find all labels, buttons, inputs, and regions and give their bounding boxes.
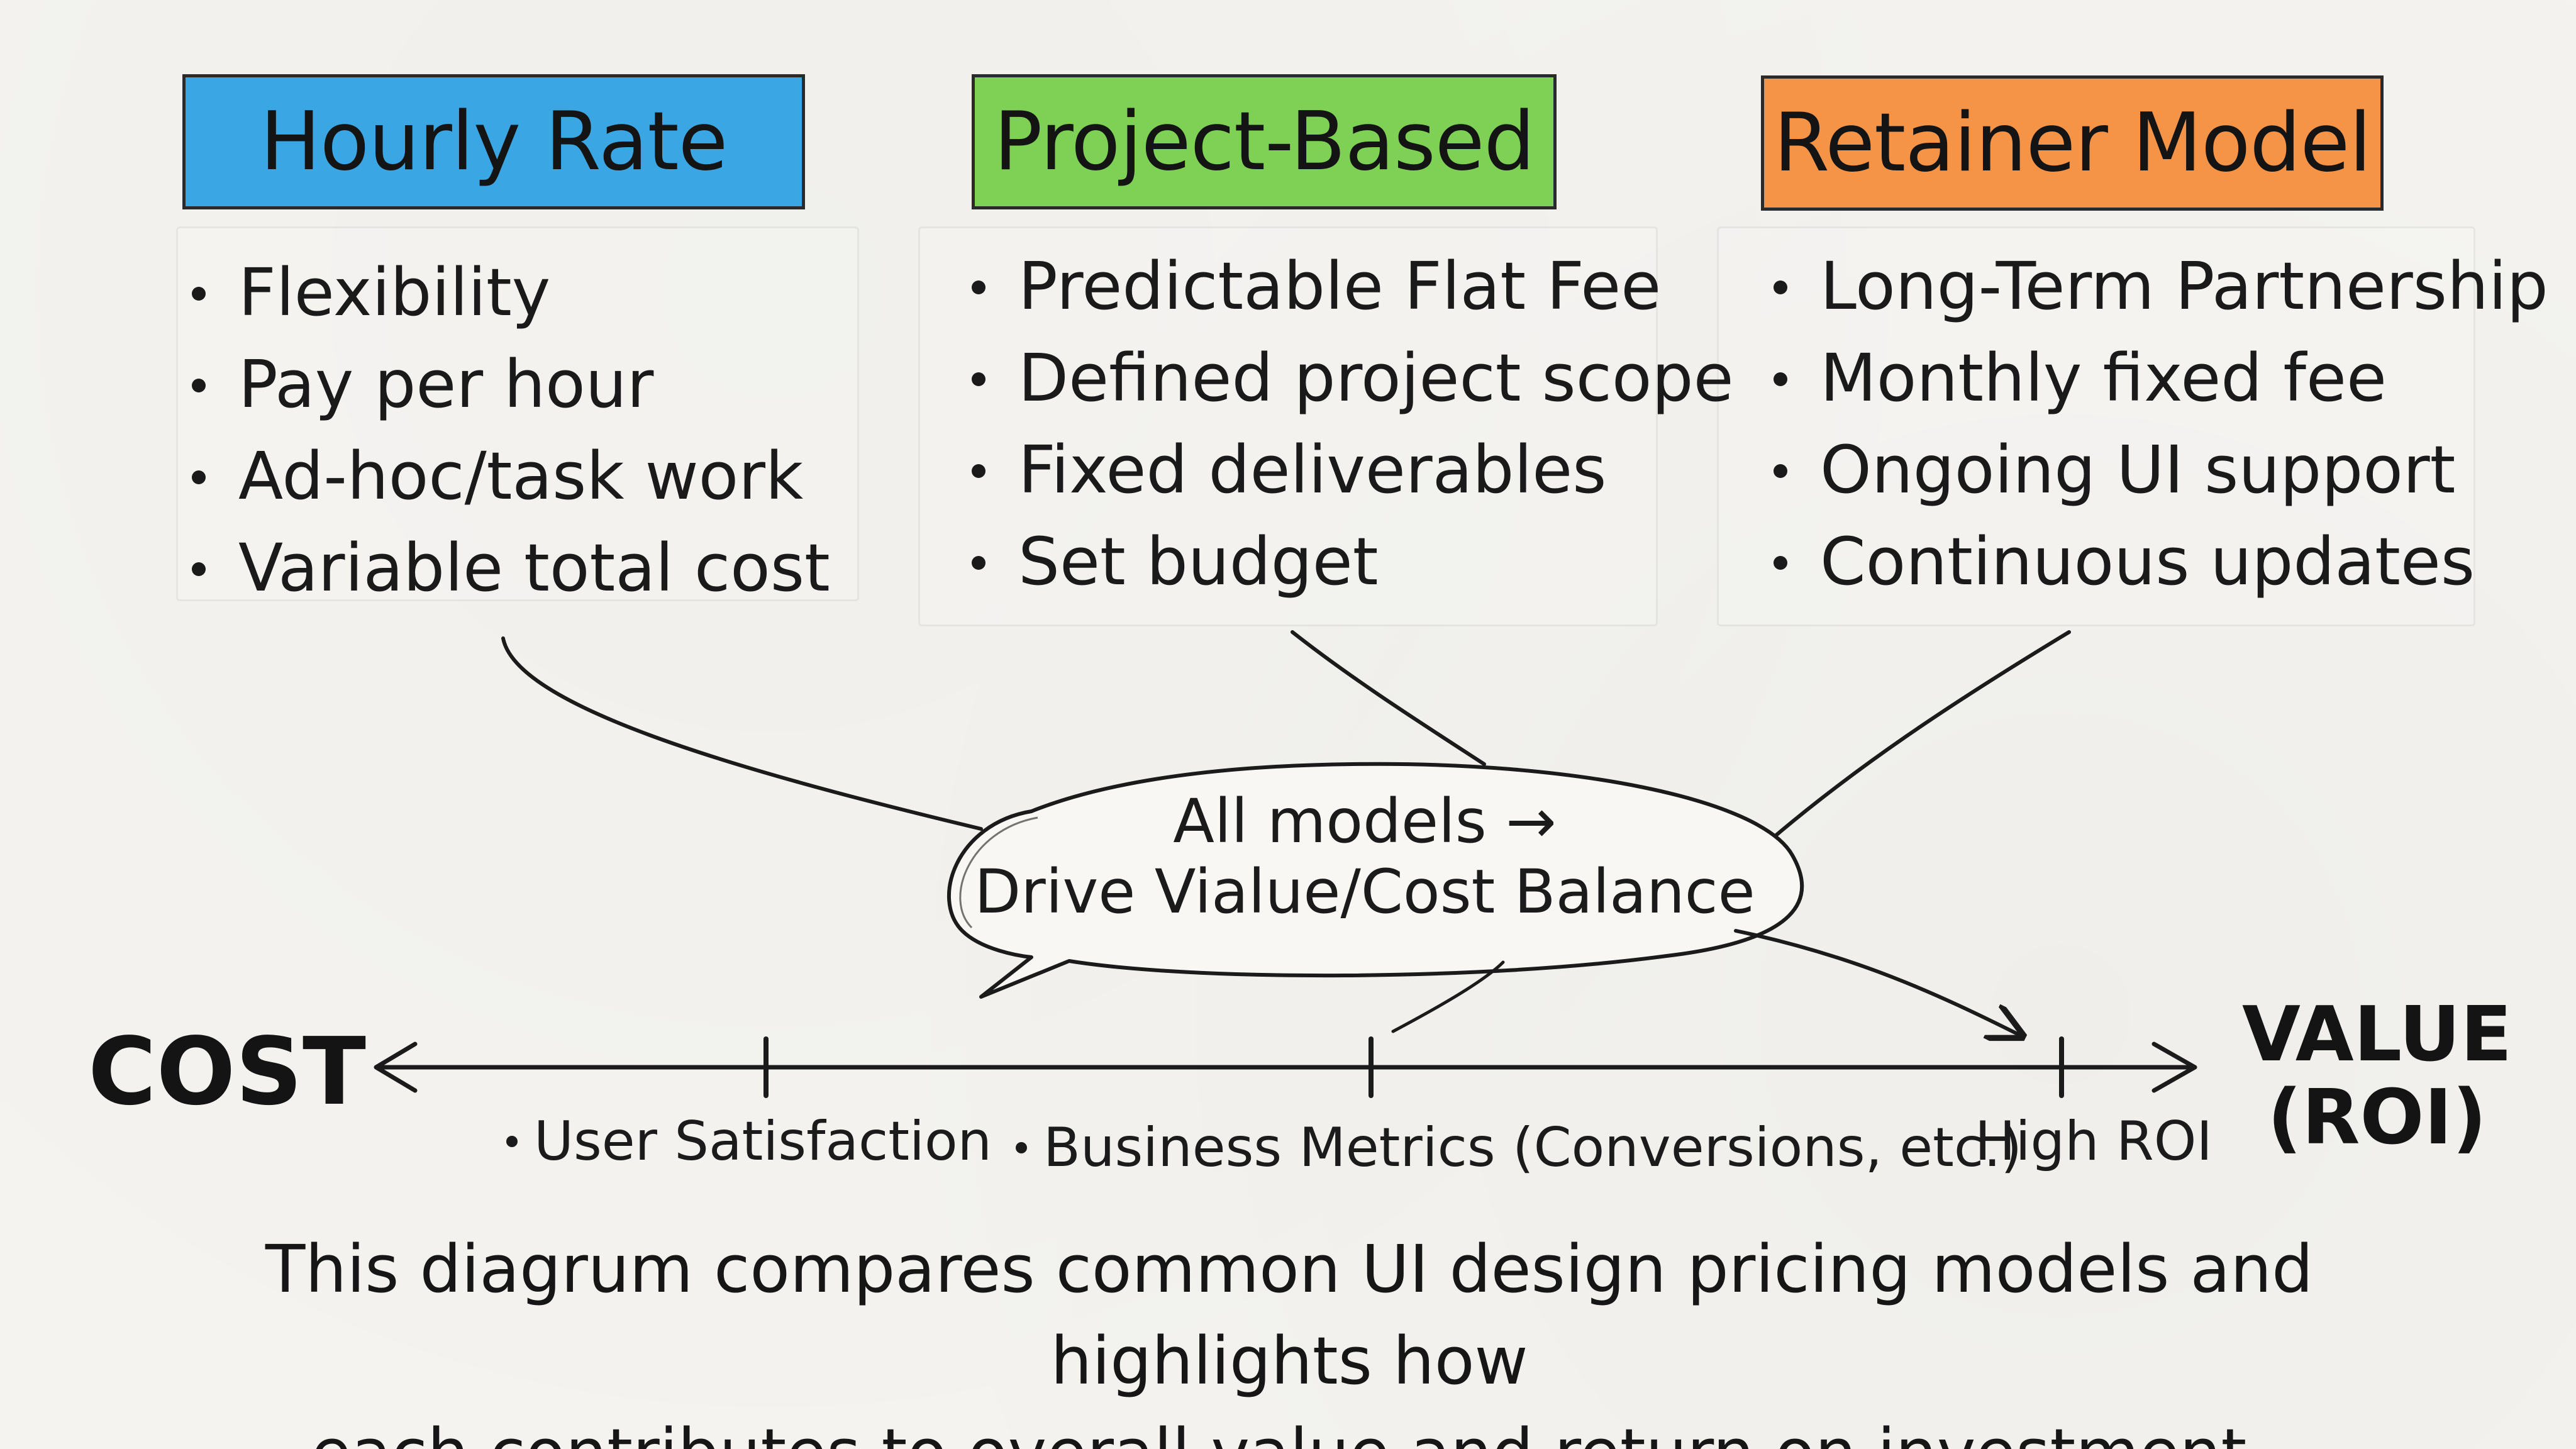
list-item-text: Long-Term Partnership xyxy=(1820,248,2548,325)
bullet-dot xyxy=(1774,280,1787,294)
project-based-panel xyxy=(918,226,1658,626)
retainer-model-list: Long-Term Partnership Monthly fixed fee … xyxy=(1774,240,2548,608)
hourly-rate-list: Flexibility Pay per hour Ad-hoc/task wor… xyxy=(192,247,830,614)
bubble-text: All models → Drive Vialue/Cost Balance xyxy=(969,786,1761,927)
bubble-to-axis-line xyxy=(1391,960,1505,1033)
cost-label: COST xyxy=(88,1018,366,1126)
bubble-line-1: All models → xyxy=(1173,786,1557,857)
list-item-text: Variable total cost xyxy=(238,530,830,606)
bullet-dot xyxy=(1774,555,1787,570)
list-item: Pay per hour xyxy=(192,338,830,430)
project-based-title: Project-Based xyxy=(994,95,1535,189)
bullet-dot xyxy=(1774,464,1787,478)
list-item: Fixed deliverables xyxy=(972,424,1734,516)
project-based-list: Predictable Flat Fee Defined project sco… xyxy=(972,240,1734,608)
hourly-rate-title: Hourly Rate xyxy=(260,95,728,189)
tick-label-business-metrics: Business Metrics (Conversions, etc.) xyxy=(1016,1116,2022,1179)
retainer-model-title: Retainer Model xyxy=(1774,96,2372,190)
hourly-rate-header: Hourly Rate xyxy=(182,74,805,209)
value-label-line-2: (ROI) xyxy=(2267,1074,2487,1162)
axis-right-arrowhead xyxy=(2151,1041,2197,1093)
list-item: Ongoing UI support xyxy=(1774,424,2548,516)
bullet-dot xyxy=(192,562,206,576)
retainer-model-header: Retainer Model xyxy=(1761,75,2384,211)
list-item: Long-Term Partnership xyxy=(1774,240,2548,332)
bullet-dot xyxy=(192,378,206,392)
list-item-text: Set budget xyxy=(1018,523,1379,600)
bullet-dot xyxy=(192,470,206,484)
axis-left-arrowhead xyxy=(374,1041,418,1093)
list-item-text: Pay per hour xyxy=(238,346,654,423)
bullet-dot xyxy=(1016,1141,1027,1153)
list-item: Predictable Flat Fee xyxy=(972,240,1734,332)
bubble-line-2: Drive Vialue/Cost Balance xyxy=(974,857,1755,927)
tick-label-high-roi: High ROI xyxy=(1975,1110,2212,1173)
bullet-dot xyxy=(972,372,985,386)
bubble-to-high-roi-arrow xyxy=(1734,929,2019,1035)
tick-label-user-satisfaction: User Satisfaction xyxy=(506,1110,992,1173)
list-item: Continuous updates xyxy=(1774,516,2548,608)
list-item: Variable total cost xyxy=(192,522,830,614)
caption: This diagrum compares common UI design p… xyxy=(94,1223,2484,1449)
bullet-dot xyxy=(506,1135,518,1147)
list-item: Defined project scope xyxy=(972,332,1734,424)
retainer-connector-line xyxy=(1765,630,2071,845)
list-item-text: Fixed deliverables xyxy=(1018,431,1607,508)
list-item-text: Monthly fixed fee xyxy=(1820,340,2387,416)
bullet-dot xyxy=(972,555,985,570)
hourly-rate-panel xyxy=(176,226,859,601)
tick-label-text: Business Metrics (Conversions, etc.) xyxy=(1043,1116,2023,1179)
retainer-model-panel xyxy=(1717,226,2475,626)
bullet-dot xyxy=(1774,372,1787,386)
project-connector-line xyxy=(1291,630,1486,766)
list-item-text: Ad-hoc/task work xyxy=(238,438,804,514)
list-item-text: Ongoing UI support xyxy=(1820,431,2456,508)
value-label-line-1: VALUE xyxy=(2242,991,2512,1079)
list-item: Ad-hoc/task work xyxy=(192,430,830,522)
caption-line-2: each contributes to overall value and re… xyxy=(94,1407,2484,1449)
list-item-text: Defined project scope xyxy=(1018,340,1734,416)
caption-line-1: This diagrum compares common UI design p… xyxy=(265,1231,2314,1399)
bullet-dot xyxy=(972,464,985,478)
list-item: Monthly fixed fee xyxy=(1774,332,2548,424)
tick-label-text: User Satisfaction xyxy=(534,1110,992,1173)
hourly-connector-line xyxy=(501,636,983,831)
list-item-text: Predictable Flat Fee xyxy=(1018,248,1662,325)
bullet-dot xyxy=(192,286,206,301)
list-item-text: Flexibility xyxy=(238,254,551,331)
list-item: Set budget xyxy=(972,516,1734,608)
list-item-text: Continuous updates xyxy=(1820,523,2475,600)
project-based-header: Project-Based xyxy=(972,74,1557,209)
list-item: Flexibility xyxy=(192,247,830,338)
bullet-dot xyxy=(972,280,985,294)
speech-bubble xyxy=(947,762,1804,999)
value-label: VALUE (ROI) xyxy=(2242,994,2512,1160)
